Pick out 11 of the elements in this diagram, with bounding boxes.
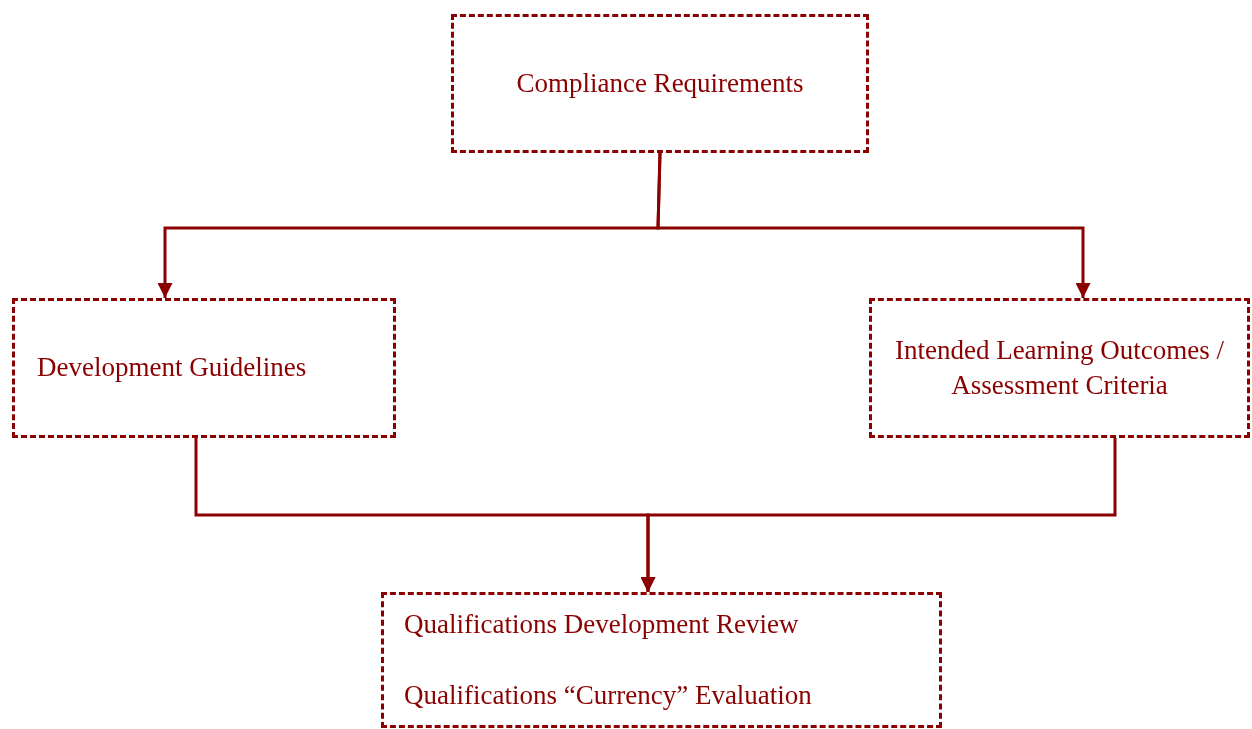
box-label: Qualifications Development Review <box>404 607 800 641</box>
dashed-box <box>381 592 942 728</box>
dashed-box <box>451 14 869 153</box>
box-label: Development Guidelines <box>37 351 308 385</box>
arrow <box>656 152 1091 298</box>
box-label: Compliance Requirements <box>515 66 805 100</box>
dashed-box <box>869 298 1250 438</box>
arrow <box>640 438 1117 592</box>
dashed-box <box>12 298 396 438</box>
box-label: Qualifications “Currency” Evaluation <box>404 679 813 712</box>
box-label: Intended Learning Outcomes / Assessment Criteria <box>893 333 1226 402</box>
